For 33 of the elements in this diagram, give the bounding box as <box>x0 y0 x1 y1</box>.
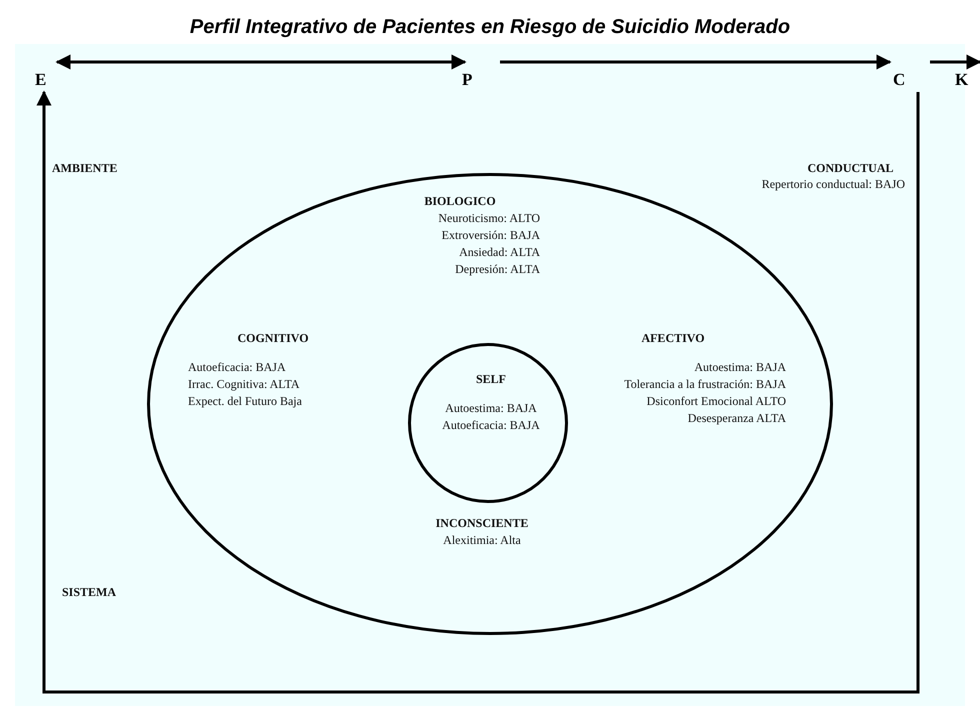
axis-letter: K <box>955 70 980 90</box>
score-line: Ansiedad: ALTA <box>458 244 540 261</box>
score-line: Extroversión: BAJA <box>440 227 540 244</box>
section-heading: SISTEMA <box>62 584 118 601</box>
section-heading: AFECTIVO <box>640 330 706 347</box>
section-heading: BIOLOGICO <box>423 193 497 210</box>
arrow <box>56 54 466 70</box>
score-line: Dsiconfort Emocional ALTO <box>646 393 786 410</box>
arrow <box>930 54 980 70</box>
score-line: Depresión: ALTA <box>454 261 540 278</box>
axis-letter: C <box>893 70 909 90</box>
score-line: Irrac. Cognitiva: ALTA <box>188 376 301 393</box>
score-line: Autoestima: BAJA <box>444 400 538 417</box>
score-line: Repertorio conductual: BAJO <box>760 176 905 193</box>
arrow <box>500 54 892 70</box>
section-heading: INCONSCIENTE <box>434 515 530 532</box>
score-line: Autoeficacia: BAJA <box>188 359 287 376</box>
inner-circle <box>408 343 568 503</box>
score-line: Desesperanza ALTA <box>686 410 786 427</box>
diagram-title: Perfil Integrativo de Pacientes en Riesgo de Suicidio Moderado <box>188 16 792 39</box>
section-heading: COGNITIVO <box>236 330 310 347</box>
section-heading: CONDUCTUAL <box>806 160 894 177</box>
score-line: Neuroticismo: ALTO <box>437 210 540 227</box>
axis-letter: E <box>35 70 51 90</box>
axis-letter: P <box>462 70 478 90</box>
score-line: Alexitimia: Alta <box>442 532 522 549</box>
score-line: Tolerancia a la frustración: BAJA <box>623 376 786 393</box>
score-line: Expect. del Futuro Baja <box>188 393 303 410</box>
arrow <box>36 90 920 694</box>
score-line: Autoestima: BAJA <box>693 359 786 376</box>
score-line: Autoeficacia: BAJA <box>441 417 541 434</box>
section-heading: AMBIENTE <box>52 160 118 177</box>
section-heading: SELF <box>474 371 507 388</box>
